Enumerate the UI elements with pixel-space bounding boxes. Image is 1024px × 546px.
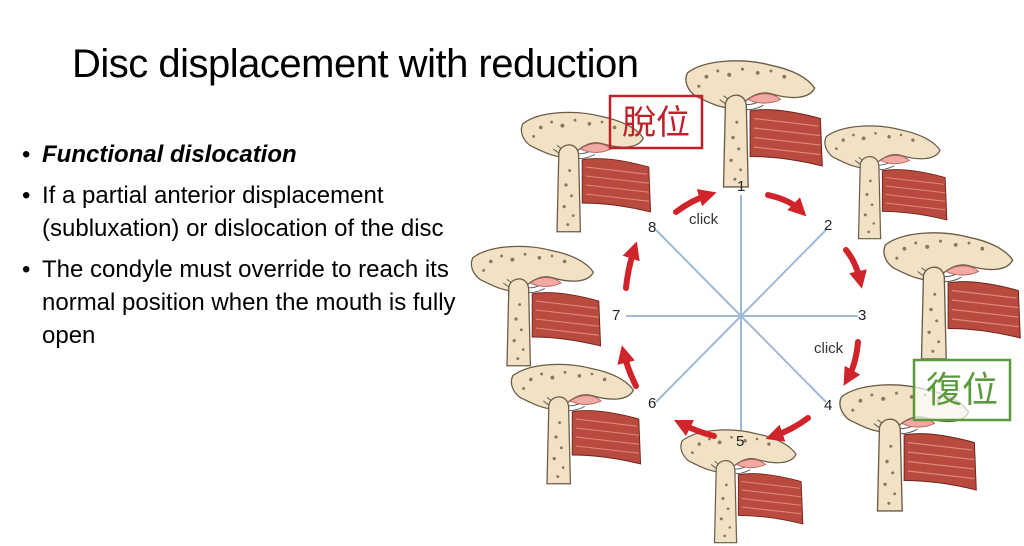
position-label-3: 3 <box>858 307 866 324</box>
bullet-item: If a partial anterior displacement (subl… <box>20 179 460 245</box>
position-label-2: 2 <box>824 217 832 234</box>
arrow-3-to-4 <box>843 339 861 386</box>
svg-text:脫位: 脫位 <box>622 103 690 143</box>
jaw-illustration-1 <box>685 60 823 188</box>
cycle-arrows <box>617 189 867 442</box>
position-label-6: 6 <box>648 395 656 412</box>
arrow-4-to-5 <box>765 415 811 442</box>
position-label-7: 7 <box>612 307 620 324</box>
stamp-dislocation: 脫位 <box>608 94 704 150</box>
position-label-8: 8 <box>648 219 656 236</box>
bullet-list: Functional dislocation If a partial ante… <box>20 138 460 360</box>
slide-title: Disc displacement with reduction <box>72 42 639 86</box>
jaw-opening-cycle-diagram: 1 2 3 4 5 6 7 8 click click 脫位 復位 <box>470 60 1021 544</box>
click-label-closing: click <box>814 340 844 357</box>
arrow-7-to-8 <box>622 241 640 291</box>
jaw-illustration-2 <box>824 125 948 240</box>
jaw-illustration-3 <box>883 232 1021 360</box>
stamp-reduction: 復位 <box>912 358 1012 422</box>
position-label-1: 1 <box>737 178 745 195</box>
arrow-5-to-6 <box>673 419 717 439</box>
svg-text:復位: 復位 <box>926 370 998 411</box>
position-label-5: 5 <box>736 433 744 450</box>
arrow-1-to-2 <box>765 192 807 217</box>
jaw-illustration-6 <box>510 363 642 485</box>
bullet-item: Functional dislocation <box>20 138 460 171</box>
bullet-item: The condyle must override to reach its n… <box>20 253 460 352</box>
arrow-6-to-7 <box>617 345 639 389</box>
arrow-8-to-1 <box>673 189 717 215</box>
position-label-4: 4 <box>824 397 832 414</box>
click-label-opening: click <box>689 211 719 228</box>
position-spokes <box>626 195 858 432</box>
jaw-illustration-7 <box>470 245 602 367</box>
arrow-2-to-3 <box>843 247 867 289</box>
